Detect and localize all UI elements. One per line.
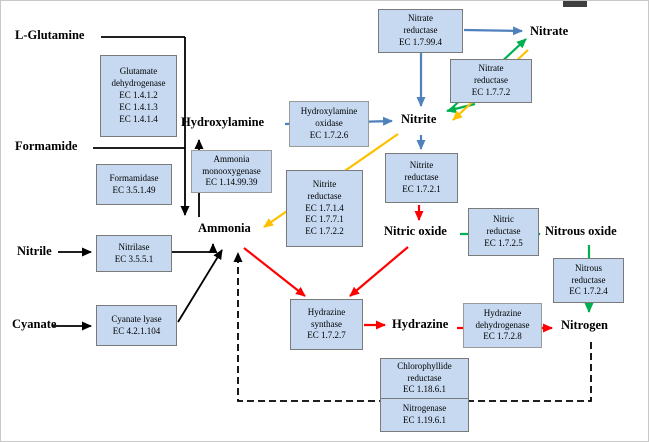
enzyme-box-nitrilase: Nitrilase EC 3.5.5.1 xyxy=(96,235,172,272)
label-nitrile: Nitrile xyxy=(17,244,52,258)
enzyme-line: EC 1.7.2.7 xyxy=(307,330,346,341)
cropped-ui-artifact xyxy=(563,1,587,7)
enzyme-box-nitrogenase: Nitrogenase EC 1.19.6.1 xyxy=(380,398,469,432)
enzyme-line: EC 1.4.1.2 xyxy=(119,90,158,101)
enzyme-box-formamidase: Formamidase EC 3.5.1.49 xyxy=(96,164,172,205)
enzyme-line: Nitrate xyxy=(408,13,433,24)
label-ammonia: Ammonia xyxy=(198,221,251,235)
enzyme-line: Nitrate xyxy=(478,63,504,74)
enzyme-line: reductase xyxy=(403,25,438,36)
label-formamide: Formamide xyxy=(15,139,78,153)
enzyme-line: monooxygenase xyxy=(202,165,261,176)
enzyme-line: oxidase xyxy=(315,118,343,129)
enzyme-line: EC 1.7.99.4 xyxy=(398,36,442,47)
enzyme-box-nitrite-reductase-multi: Nitrite reductase EC 1.7.1.4 EC 1.7.7.1 … xyxy=(286,170,363,247)
arrow-nitratereductase1-to-nitrate xyxy=(463,26,523,36)
enzyme-line: Glutamate xyxy=(119,66,158,77)
enzyme-line: Hydroxylamine xyxy=(300,106,358,117)
enzyme-line: EC 1.4.1.3 xyxy=(119,101,158,112)
enzyme-line: Nitrogenase xyxy=(402,403,447,414)
enzyme-line: EC 1.7.2.8 xyxy=(483,331,522,342)
enzyme-line: synthase xyxy=(311,318,342,329)
enzyme-box-hydroxylamine-oxidase: Hydroxylamine oxidase EC 1.7.2.6 xyxy=(289,101,369,147)
enzyme-line: EC 1.18.6.1 xyxy=(402,384,446,395)
enzyme-box-nitrite-reductase-no: Nitrite reductase EC 1.7.2.1 xyxy=(385,153,458,203)
enzyme-line: reductase xyxy=(571,274,606,285)
enzyme-line: EC 1.14.99.39 xyxy=(205,177,258,188)
enzyme-line: EC 1.7.2.6 xyxy=(309,129,349,140)
label-hydroxylamine: Hydroxylamine xyxy=(181,115,265,129)
enzyme-line: Hydrazine xyxy=(307,306,346,317)
enzyme-line: Nitrous xyxy=(575,262,602,273)
enzyme-line: EC 1.7.1.4 xyxy=(305,202,344,213)
enzyme-line: EC 1.7.2.4 xyxy=(569,286,608,297)
enzyme-line: EC 4.2.1.104 xyxy=(112,325,161,336)
label-l-glutamine: L-Glutamine xyxy=(15,28,85,42)
enzyme-box-chlorophyllide-reductase: Chlorophyllide reductase EC 1.18.6.1 xyxy=(380,358,469,399)
enzyme-box-glutamate-dehydrogenase: Glutamate dehydrogenase EC 1.4.1.2 EC 1.… xyxy=(100,55,177,137)
arrow-nitrilase-to-ammonia xyxy=(172,243,218,253)
enzyme-box-cyanate-lyase: Cyanate lyase EC 4.2.1.104 xyxy=(96,305,177,346)
enzyme-line: dehydrogenase xyxy=(111,78,166,89)
enzyme-line: EC 1.7.2.5 xyxy=(484,237,523,248)
enzyme-box-nitrous-reductase: Nitrous reductase EC 1.7.2.4 xyxy=(553,258,624,303)
enzyme-line: reductase xyxy=(407,372,442,383)
enzyme-line: EC 1.7.2.1 xyxy=(402,183,441,194)
enzyme-line: EC 1.7.7.1 xyxy=(305,214,344,225)
enzyme-box-hydrazine-dehydrogenase: Hydrazine dehydrogenase EC 1.7.2.8 xyxy=(463,303,542,348)
enzyme-line: Nitrite xyxy=(409,160,434,171)
label-nitric-oxide: Nitric oxide xyxy=(384,224,447,238)
enzyme-box-nitric-reductase: Nitric reductase EC 1.7.2.5 xyxy=(468,208,539,256)
arrow-nitricoxide-to-hydrazinesynthase xyxy=(349,246,409,297)
enzyme-line: EC 3.5.5.1 xyxy=(114,253,154,264)
label-hydrazine: Hydrazine xyxy=(392,317,449,331)
label-nitrate: Nitrate xyxy=(530,24,569,38)
enzyme-line: reductase xyxy=(474,75,508,86)
enzyme-box-hydrazine-synthase: Hydrazine synthase EC 1.7.2.7 xyxy=(290,299,363,350)
enzyme-box-ammonia-monooxygenase: Ammonia monooxygenase EC 1.14.99.39 xyxy=(191,150,272,193)
enzyme-line: EC 1.7.2.2 xyxy=(305,226,344,237)
enzyme-line: Nitric xyxy=(493,214,514,225)
enzyme-line: EC 1.4.1.4 xyxy=(119,113,158,124)
enzyme-line: EC 1.19.6.1 xyxy=(402,415,446,425)
label-nitrous-oxide: Nitrous oxide xyxy=(545,224,617,238)
enzyme-line: Ammonia xyxy=(213,153,250,164)
enzyme-line: Nitrilase xyxy=(118,241,150,252)
arrow-nitratereductase2-to-nitrite xyxy=(446,102,476,114)
enzyme-line: Chlorophyllide xyxy=(397,360,452,371)
enzyme-line: reductase xyxy=(404,172,439,183)
enzyme-line: EC 1.7.7.2 xyxy=(471,86,511,97)
arrow-ammonia-to-hydrazinesynthase xyxy=(243,247,306,297)
label-nitrogen: Nitrogen xyxy=(561,318,608,332)
enzyme-box-nitrate-reductase-2: Nitrate reductase EC 1.7.7.2 xyxy=(450,59,532,103)
enzyme-line: Cyanate lyase xyxy=(111,313,162,324)
enzyme-line: Formamidase xyxy=(109,172,159,183)
label-nitrite: Nitrite xyxy=(401,112,437,126)
enzyme-line: EC 3.5.1.49 xyxy=(112,184,156,195)
enzyme-line: Hydrazine xyxy=(483,307,522,318)
enzyme-line: dehydrogenase xyxy=(475,319,530,330)
enzyme-line: reductase xyxy=(486,226,521,237)
label-cyanate: Cyanate xyxy=(12,317,57,331)
arrow-cyanatelyase-to-ammonia xyxy=(177,249,223,323)
enzyme-line: reductase xyxy=(307,190,342,201)
enzyme-line: Nitrite xyxy=(312,178,337,189)
enzyme-box-nitrate-reductase-1: Nitrate reductase EC 1.7.99.4 xyxy=(378,9,463,53)
